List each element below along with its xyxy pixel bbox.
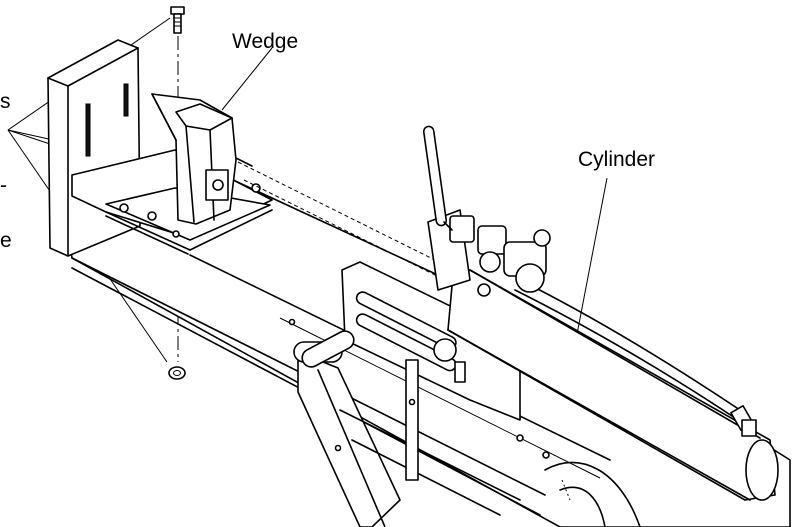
wheel bbox=[544, 461, 641, 527]
nut bbox=[168, 366, 186, 380]
tow-frame bbox=[293, 330, 521, 527]
control-valve bbox=[427, 209, 551, 297]
slotted-bracket bbox=[341, 261, 521, 421]
end-plate bbox=[47, 39, 141, 257]
wedge-label: Wedge bbox=[232, 30, 298, 53]
control-handle bbox=[422, 125, 453, 231]
label-fragment-bottom: e bbox=[0, 229, 12, 252]
label-fragment-top: s bbox=[0, 90, 11, 113]
hidden-line bbox=[237, 161, 456, 281]
label-fragment-middle: - bbox=[0, 174, 7, 197]
wedge bbox=[151, 93, 253, 225]
hydraulic-hose bbox=[514, 279, 757, 437]
bolt bbox=[170, 6, 185, 34]
frame-rivets bbox=[288, 318, 550, 459]
adjustment-holes-left bbox=[85, 83, 129, 157]
cylinder-label: Cylinder bbox=[578, 148, 655, 171]
hydraulic-cylinder bbox=[447, 269, 779, 501]
